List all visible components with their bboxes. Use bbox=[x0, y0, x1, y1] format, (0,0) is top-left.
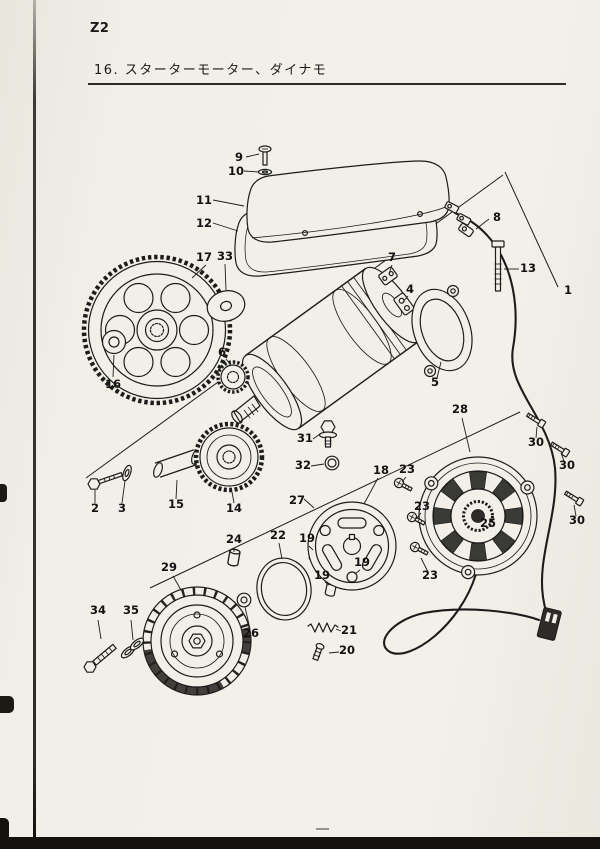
part-label-19c: 19 bbox=[354, 555, 370, 569]
part-label-12: 12 bbox=[196, 216, 212, 230]
part-label-4: 4 bbox=[406, 282, 414, 296]
leader-lines bbox=[94, 153, 577, 654]
part-label-7: 7 bbox=[388, 250, 396, 264]
part-label-23b: 23 bbox=[414, 499, 430, 513]
scan-band-bottom bbox=[0, 837, 600, 849]
part-spring-21 bbox=[307, 622, 339, 633]
part-bracket-4 bbox=[393, 292, 415, 316]
part-label-19b: 19 bbox=[314, 568, 330, 582]
part-label-10: 10 bbox=[228, 164, 244, 178]
part-rotor-18 bbox=[307, 501, 397, 591]
part-label-17: 17 bbox=[196, 250, 212, 264]
part-washers-35 bbox=[120, 637, 145, 659]
dynamo-wire-harness bbox=[383, 211, 557, 655]
part-label-34: 34 bbox=[90, 603, 106, 617]
scan-mark-bottom bbox=[316, 828, 329, 830]
part-label-3: 3 bbox=[118, 501, 126, 515]
part-label-24: 24 bbox=[226, 532, 242, 546]
part-label-23a: 23 bbox=[399, 462, 415, 476]
part-label-1: 1 bbox=[564, 283, 572, 297]
part-stator-28 bbox=[418, 456, 538, 580]
part-screw-20 bbox=[312, 642, 325, 661]
part-bolt-2 bbox=[87, 471, 123, 490]
scan-corner-bottom-left bbox=[0, 818, 9, 848]
part-terminals bbox=[444, 201, 472, 226]
part-dynamo-cover-29 bbox=[142, 586, 252, 696]
harness-connector bbox=[536, 607, 562, 641]
part-label-6: 6 bbox=[218, 345, 226, 359]
part-end-cover-5 bbox=[411, 284, 473, 378]
part-label-16: 16 bbox=[105, 377, 121, 391]
part-label-8: 8 bbox=[493, 210, 501, 224]
part-washer-16 bbox=[101, 329, 127, 355]
part-label-30c: 30 bbox=[569, 513, 585, 527]
part-washer-3 bbox=[122, 464, 132, 482]
part-labels: 9 10 11 12 17 33 16 6 7 4 8 13 1 5 28 30… bbox=[90, 150, 585, 657]
part-label-19a: 19 bbox=[299, 531, 315, 545]
part-label-9: 9 bbox=[235, 150, 243, 164]
part-label-13: 13 bbox=[520, 261, 536, 275]
title-underline bbox=[88, 83, 566, 85]
part-label-20: 20 bbox=[339, 643, 355, 657]
part-label-21: 21 bbox=[341, 623, 357, 637]
part-bolt-31 bbox=[318, 420, 338, 448]
part-gear-14 bbox=[193, 421, 265, 493]
part-label-23c: 23 bbox=[422, 568, 438, 582]
part-cover-washer-10 bbox=[257, 168, 273, 176]
part-oring-32 bbox=[324, 455, 340, 471]
part-label-35: 35 bbox=[123, 603, 139, 617]
part-label-2: 2 bbox=[91, 501, 99, 515]
part-bolt-34 bbox=[83, 643, 117, 673]
part-label-15: 15 bbox=[168, 497, 184, 511]
part-label-28: 28 bbox=[452, 402, 468, 416]
part-label-11: 11 bbox=[196, 193, 212, 207]
part-dynamo-cover-11 bbox=[246, 160, 450, 243]
model-code: Z2 bbox=[90, 21, 110, 36]
part-plate-33 bbox=[206, 290, 246, 322]
part-grommet-8 bbox=[458, 222, 474, 238]
part-label-18: 18 bbox=[373, 463, 389, 477]
part-label-14: 14 bbox=[226, 501, 242, 515]
part-label-31: 31 bbox=[297, 431, 313, 445]
part-label-29: 29 bbox=[161, 560, 177, 574]
scan-blob-1 bbox=[0, 484, 7, 502]
part-label-32: 32 bbox=[295, 458, 311, 472]
section-title: 16. スターターモーター、ダイナモ bbox=[94, 63, 328, 78]
part-label-22: 22 bbox=[270, 528, 286, 542]
scan-edge-left bbox=[33, 0, 36, 840]
part-gasket-22 bbox=[256, 557, 312, 621]
part-idler-gear-6 bbox=[216, 360, 250, 394]
part-starter-motor bbox=[231, 266, 423, 431]
part-bolt-13 bbox=[491, 240, 505, 292]
scan-blob-2 bbox=[0, 696, 14, 713]
part-cover-screw-9 bbox=[258, 145, 272, 166]
part-label-26: 26 bbox=[243, 626, 259, 640]
part-label-27: 27 bbox=[289, 493, 305, 507]
part-washer-26 bbox=[236, 592, 252, 608]
part-starter-gear-17 bbox=[81, 254, 233, 406]
part-label-30a: 30 bbox=[528, 435, 544, 449]
part-label-33: 33 bbox=[217, 249, 233, 263]
part-label-5: 5 bbox=[431, 375, 439, 389]
part-label-30b: 30 bbox=[559, 458, 575, 472]
part-label-25: 25 bbox=[480, 516, 496, 530]
